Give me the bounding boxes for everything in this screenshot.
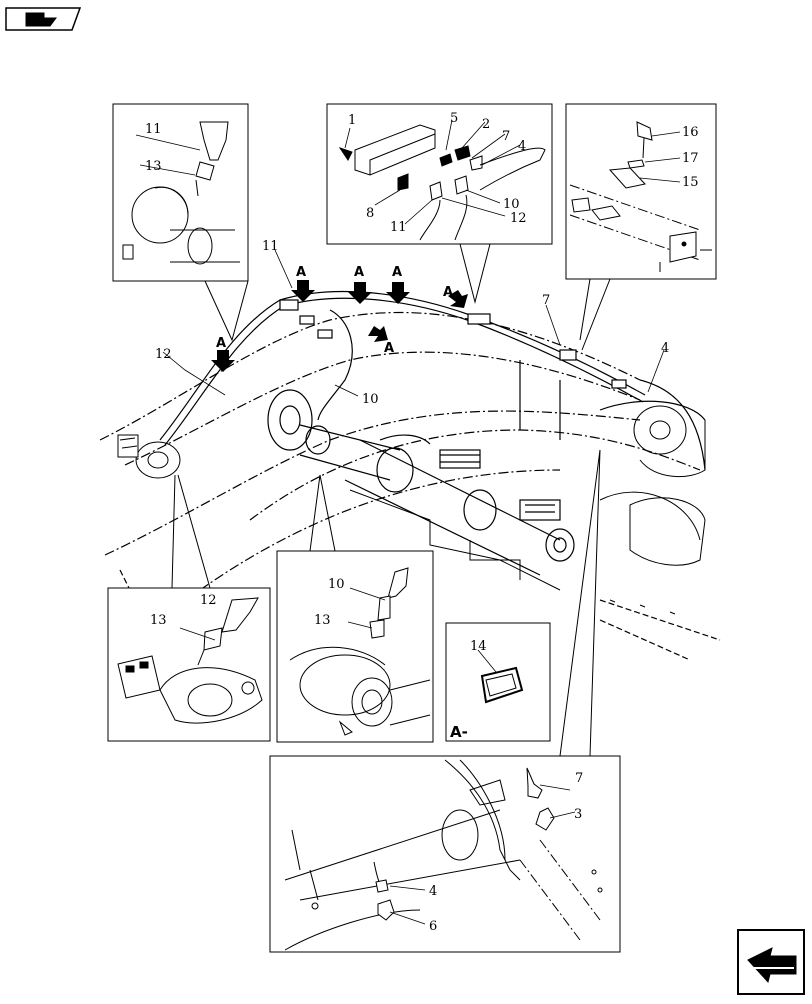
- hydraulic-cylinder: [267, 389, 575, 576]
- section-marker-arrows: [211, 280, 468, 372]
- svg-text:A: A: [443, 285, 453, 300]
- svg-text:A: A: [296, 265, 306, 280]
- detail-box-bottom-left: [107, 474, 271, 742]
- main-callouts: [162, 249, 665, 397]
- callout-13-box5: 13: [314, 613, 331, 628]
- next-page-arrow-icon[interactable]: [737, 929, 805, 995]
- detail-box-top-left: [112, 103, 249, 342]
- section-marker-labels: A A A A A A: [216, 265, 453, 356]
- callout-12-main: 12: [155, 347, 172, 362]
- callout-7-main: 7: [542, 293, 550, 308]
- callout-16-box3: 16: [682, 125, 699, 140]
- detail-box-bottom-center: [276, 474, 434, 743]
- callout-1-box2: 1: [348, 113, 356, 128]
- callout-12-box2: 12: [510, 211, 527, 226]
- svg-text:A: A: [392, 265, 402, 280]
- boom-foot: [117, 434, 181, 479]
- callout-10-main: 10: [362, 392, 379, 407]
- frame-lower: [349, 489, 701, 615]
- callout-7-box7: 7: [575, 771, 583, 786]
- callout-3-box7: 3: [574, 807, 582, 822]
- callout-11-box2: 11: [390, 220, 407, 235]
- callout-14-box6: 14: [470, 639, 487, 654]
- callout-2-box2: 2: [482, 117, 490, 132]
- callout-7-box2: 7: [502, 129, 510, 144]
- detail-box-bottom-right: [269, 449, 621, 953]
- callout-4-main: 4: [661, 341, 669, 356]
- callout-11-main: 11: [262, 239, 279, 254]
- callout-13-box4: 13: [150, 613, 167, 628]
- detail-box-top-center: [326, 103, 553, 304]
- section-view-label: A-: [450, 723, 468, 741]
- callout-4-box7: 4: [429, 884, 437, 899]
- callout-4-box2: 4: [518, 139, 526, 154]
- svg-text:A: A: [384, 341, 394, 356]
- svg-text:A: A: [216, 336, 226, 351]
- detail-box-section-a: [445, 622, 551, 742]
- svg-text:A: A: [354, 265, 364, 280]
- boom-tubes: [159, 291, 646, 446]
- callout-8-box2: 8: [366, 206, 374, 221]
- callout-5-box2: 5: [450, 111, 458, 126]
- callout-11-box1: 11: [145, 122, 162, 137]
- callout-15-box3: 15: [682, 175, 699, 190]
- callout-13-box1: 13: [145, 159, 162, 174]
- callout-17-box3: 17: [682, 151, 699, 166]
- detail-box-top-right: [565, 103, 717, 351]
- callout-12-box4: 12: [200, 593, 217, 608]
- callout-6-box7: 6: [429, 919, 437, 934]
- page-nav-icon[interactable]: [5, 7, 82, 31]
- callout-10-box5: 10: [328, 577, 345, 592]
- callout-10-box2: 10: [503, 197, 520, 212]
- boom-head-pin: [629, 405, 706, 566]
